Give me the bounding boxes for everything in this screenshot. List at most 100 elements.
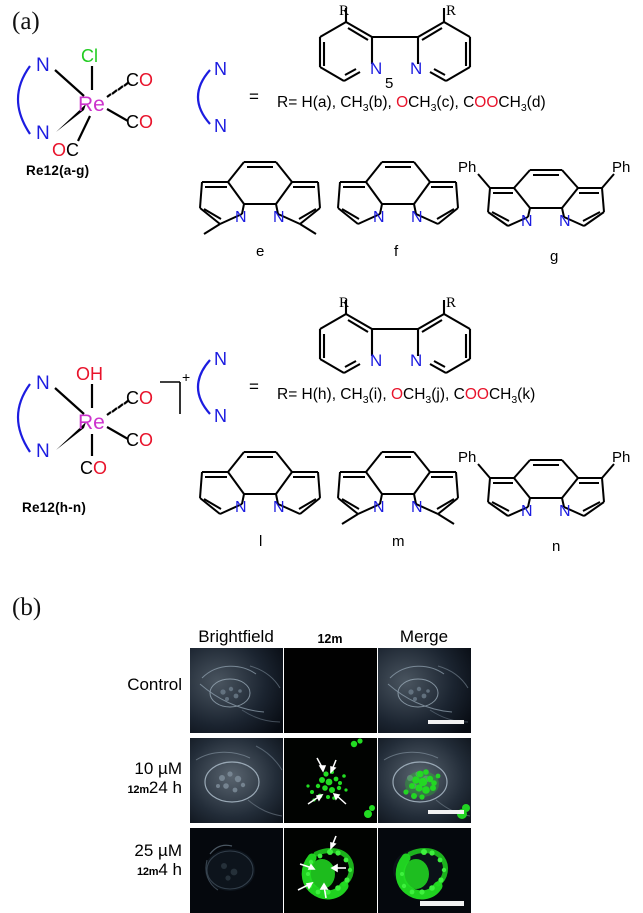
micrograph-control-fluorescence bbox=[284, 648, 377, 733]
svg-text:N: N bbox=[370, 59, 382, 78]
column-header-compound: 12m bbox=[317, 632, 343, 646]
phenyl-label-right: Ph bbox=[612, 159, 630, 176]
ligand-label-l: l bbox=[259, 533, 263, 550]
ligand-label-m: m bbox=[392, 533, 405, 550]
hashed-bond-2 bbox=[106, 399, 130, 416]
svg-text:N: N bbox=[273, 499, 285, 516]
panel-a-letter: (a) bbox=[12, 8, 40, 35]
carbonyl-lower: OC bbox=[52, 140, 79, 160]
phenanthroline-e: N N bbox=[199, 152, 322, 244]
micrograph-10um-fluorescence bbox=[284, 738, 377, 823]
carbonyl-upper-2: CO bbox=[126, 388, 153, 408]
svg-text:N: N bbox=[373, 499, 385, 516]
r-group-label-left-2: R bbox=[339, 295, 349, 311]
micrograph-10um-merge bbox=[378, 738, 471, 823]
phenyl-label-right-2: Ph bbox=[612, 449, 630, 466]
phenanthroline-m: N N bbox=[337, 442, 460, 534]
r-group-label-left: R bbox=[339, 3, 349, 19]
svg-text:N: N bbox=[411, 209, 423, 226]
svg-text:N: N bbox=[521, 503, 533, 520]
charge-sign: + bbox=[182, 369, 190, 385]
donor-n-bottom: N bbox=[36, 123, 50, 144]
equals-sign-2: = bbox=[249, 377, 259, 396]
svg-text:N: N bbox=[410, 351, 422, 370]
phenyl-label-left: Ph bbox=[458, 159, 476, 176]
svg-text:N: N bbox=[373, 209, 385, 226]
fluorescent-structure bbox=[301, 848, 354, 900]
r-group-label-right: R bbox=[446, 3, 456, 19]
phenanthroline-f: N N bbox=[337, 152, 460, 244]
svg-text:N: N bbox=[370, 351, 382, 370]
panel-b-letter: (b) bbox=[12, 594, 42, 621]
scale-bar-control bbox=[428, 720, 464, 724]
row-label-10um: 10 µM 12m24 h bbox=[60, 759, 182, 797]
row-label-10um-compound: 12m bbox=[127, 784, 149, 797]
fluorescence-arrows bbox=[297, 835, 346, 899]
row-label-10um-conc: 10 µM bbox=[134, 759, 182, 778]
svg-text:N: N bbox=[214, 349, 227, 369]
r-group-label-right-2: R bbox=[446, 295, 456, 311]
row-label-25um-conc: 25 µM bbox=[134, 841, 182, 860]
svg-text:N: N bbox=[214, 116, 227, 136]
bipyridine-structure-1: N N R R bbox=[300, 3, 490, 96]
svg-text:N: N bbox=[214, 59, 227, 79]
column-header-merge: Merge bbox=[399, 627, 449, 646]
r-group-list-1: R= H(a), CH3(b), OCH3(c), COOCH3(d) bbox=[277, 94, 546, 115]
row-label-control: Control bbox=[60, 675, 182, 694]
row-label-control-text: Control bbox=[127, 675, 182, 694]
chelate-symbol-2: N N bbox=[192, 348, 244, 426]
metal-center-re-2: Re bbox=[78, 411, 105, 434]
donor-n-top-2: N bbox=[36, 373, 50, 394]
r-group-list-2: R= H(h), CH3(i), OCH3(j), COOCH3(k) bbox=[277, 386, 536, 407]
carbonyl-upper: CO bbox=[126, 70, 153, 90]
phenanthroline-l: N N bbox=[199, 442, 322, 534]
ligand-label-n: n bbox=[552, 538, 561, 555]
phenanthroline-g: N N Ph Ph bbox=[458, 152, 630, 244]
donor-n-top: N bbox=[36, 55, 50, 76]
micrograph-control-brightfield bbox=[190, 648, 283, 733]
scale-bar-25um bbox=[420, 901, 464, 906]
ligand-label-f: f bbox=[394, 243, 399, 260]
column-header-brightfield: Brightfield bbox=[198, 627, 274, 646]
carbonyl-middle: CO bbox=[126, 112, 153, 132]
fluorescence-arrows bbox=[307, 757, 347, 805]
svg-text:N: N bbox=[411, 499, 423, 516]
phenanthroline-n: N N Ph Ph bbox=[458, 442, 630, 534]
chelate-symbol-1: N N bbox=[192, 58, 244, 136]
micrograph-control-merge bbox=[378, 648, 471, 733]
carbonyl-lower-2: CO bbox=[80, 458, 107, 478]
complex-2-name: Re12(h-n) bbox=[22, 500, 87, 515]
svg-text:N: N bbox=[559, 213, 571, 230]
donor-n-bottom-2: N bbox=[36, 441, 50, 462]
complex-1-name: Re12(a-g) bbox=[26, 163, 90, 178]
svg-text:N: N bbox=[235, 209, 247, 226]
row-label-25um-compound: 12m bbox=[136, 866, 159, 879]
svg-text:N: N bbox=[214, 406, 227, 426]
row-label-10um-time: 24 h bbox=[148, 778, 182, 798]
micrograph-25um-fluorescence bbox=[284, 828, 377, 913]
axial-ligand-oh: OH bbox=[76, 364, 103, 384]
ligand-label-e: e bbox=[256, 243, 265, 260]
metal-center-re: Re bbox=[78, 93, 105, 116]
svg-text:N: N bbox=[410, 59, 422, 78]
axial-ligand-cl: Cl bbox=[81, 46, 98, 66]
micrograph-25um-merge bbox=[378, 828, 471, 913]
hashed-bond bbox=[106, 81, 130, 98]
complex-re12-h-n: N N Re OH CO CO CO + bbox=[8, 352, 208, 482]
structure-number-5: 5 bbox=[385, 75, 394, 92]
complex-re12-a-g: N N Re Cl CO CO OC bbox=[8, 38, 178, 163]
charge-bracket bbox=[160, 381, 181, 414]
equals-sign-1: = bbox=[249, 87, 259, 106]
svg-text:N: N bbox=[521, 213, 533, 230]
micrograph-10um-brightfield bbox=[190, 738, 283, 823]
row-label-25um-time: 4 h bbox=[158, 860, 182, 880]
bipyridine-structure-2: N N R R bbox=[300, 295, 490, 388]
scale-bar-10um bbox=[428, 810, 464, 814]
svg-text:N: N bbox=[559, 503, 571, 520]
row-label-25um: 25 µM 12m4 h bbox=[60, 841, 182, 879]
svg-text:N: N bbox=[235, 499, 247, 516]
carbonyl-middle-2: CO bbox=[126, 430, 153, 450]
micrograph-25um-brightfield bbox=[190, 828, 283, 913]
phenyl-label-left-2: Ph bbox=[458, 449, 476, 466]
svg-text:N: N bbox=[273, 209, 285, 226]
